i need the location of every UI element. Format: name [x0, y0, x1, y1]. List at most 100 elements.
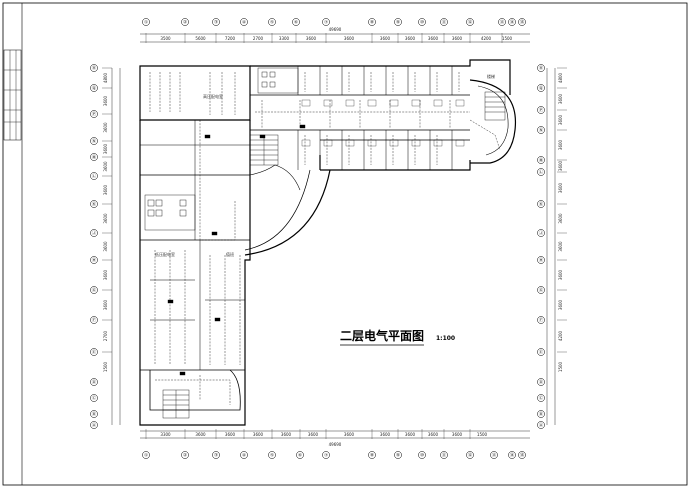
bottom-dim: 3600	[405, 432, 416, 437]
right-axis-label: Ⓗ	[539, 257, 544, 264]
top-axis-bubble	[518, 18, 526, 26]
left-dim: 3600	[103, 95, 108, 106]
bottom-axis-label: ⑬	[492, 452, 497, 459]
left-dim: 3600	[103, 143, 108, 154]
top-dim: 2700	[253, 36, 264, 41]
bottom-dim: 3600	[195, 432, 206, 437]
top-axis-label: ①	[144, 20, 148, 26]
top-axis-bubble	[394, 18, 402, 26]
right-axis-bubble	[537, 410, 545, 418]
right-axis-label: Ⓔ	[539, 349, 544, 356]
right-axis-label: Ⓝ	[539, 127, 544, 134]
room-label-lv: 低压配电室	[155, 251, 175, 257]
left-axis-label: Ⓐ	[92, 422, 97, 429]
left-dim: 3600	[103, 299, 108, 310]
top-axis-bubble	[142, 18, 150, 26]
left-axis-bubble	[90, 153, 98, 161]
room-label-hv: 高压配电室	[203, 93, 223, 99]
toilet-block	[144, 67, 299, 231]
right-axis-bubble	[537, 168, 545, 176]
left-wing-rooms	[140, 120, 250, 370]
left-axis-label: Ⓠ	[92, 85, 97, 92]
top-dim: 5600	[195, 36, 206, 41]
bottom-axis-bubble	[181, 451, 189, 459]
right-axis-bubble	[537, 378, 545, 386]
bottom-axis-bubble	[240, 451, 248, 459]
top-axis-bubble	[498, 18, 506, 26]
left-axis-bubble	[90, 110, 98, 118]
left-dim: 3600	[103, 184, 108, 195]
top-axis-label: ⑮	[520, 19, 525, 26]
top-axis-bubble	[181, 18, 189, 26]
top-total-dim: 49690	[329, 27, 342, 32]
top-dimension-chain: 49690	[140, 27, 530, 43]
right-dim: 4800	[558, 72, 563, 83]
bottom-dim: 1500	[477, 432, 488, 437]
bottom-axis-label: ⑤	[270, 453, 274, 459]
left-axis-bubble	[90, 378, 98, 386]
top-wing-rooms	[297, 66, 465, 170]
title-strip	[3, 3, 23, 485]
right-axis-bubble	[537, 421, 545, 429]
top-axis-label: ⑬	[500, 19, 505, 26]
bottom-axis-bubble	[418, 451, 426, 459]
right-axis-label: Ⓟ	[539, 107, 544, 114]
top-dim: 3600	[344, 36, 355, 41]
bottom-axis-label: ②	[183, 453, 187, 459]
left-dim: 2700	[103, 330, 108, 341]
right-axis-bubble	[537, 256, 545, 264]
top-dim: 4200	[481, 36, 492, 41]
right-axis-label: Ⓓ	[539, 379, 544, 386]
left-dim: 1500	[103, 361, 108, 372]
left-dim: 3600	[103, 122, 108, 133]
drawing-scale: 1:100	[436, 335, 455, 342]
top-axis-label: ⑧	[370, 20, 374, 26]
right-dim: 3600	[558, 269, 563, 280]
right-axis-label: Ⓖ	[539, 287, 544, 294]
top-axis-bubble	[292, 18, 300, 26]
left-axis-bubble	[90, 84, 98, 92]
top-axis-bubble	[268, 18, 276, 26]
top-axis-bubble	[212, 18, 220, 26]
bottom-dim: 3600	[380, 432, 391, 437]
right-segment-dims: 4800360036003600360036003600360036003600…	[557, 67, 567, 372]
left-axis-label: Ⓗ	[92, 257, 97, 264]
bottom-dim: 3600	[344, 432, 355, 437]
bottom-axis-bubble	[490, 451, 498, 459]
top-axis-bubble	[322, 18, 330, 26]
bottom-axis-label: ①	[144, 453, 148, 459]
left-axis-bubble	[90, 394, 98, 402]
right-axis-bubble	[537, 64, 545, 72]
stair-right	[484, 91, 506, 121]
right-dim: 3600	[558, 139, 563, 150]
right-dim: 3600	[558, 241, 563, 252]
left-axis-label: Ⓕ	[92, 317, 97, 324]
right-axis-bubble	[537, 156, 545, 164]
top-axis-label: ④	[242, 20, 246, 26]
right-dim: 4200	[558, 330, 563, 341]
right-axis-bubble	[537, 316, 545, 324]
top-axis-label: ⑦	[324, 20, 328, 26]
top-axis-label: ⑩	[420, 20, 424, 26]
top-dim: 3600	[428, 36, 439, 41]
top-axis-label: ⑪	[442, 19, 447, 26]
top-dim: 3500	[160, 36, 171, 41]
bottom-axis-label: ④	[242, 453, 246, 459]
bottom-dim: 3600	[225, 432, 236, 437]
left-axis-bubble	[90, 172, 98, 180]
bottom-axis-bubble	[296, 451, 304, 459]
left-axis-bubble	[90, 64, 98, 72]
bottom-axis-bubble	[466, 451, 474, 459]
top-axis-bubble	[368, 18, 376, 26]
bottom-dim: 3600	[452, 432, 463, 437]
top-dim: 3600	[452, 36, 463, 41]
right-axis-label: Ⓡ	[539, 65, 544, 72]
top-dim: 3600	[405, 36, 416, 41]
left-axis-bubble	[90, 137, 98, 145]
bottom-axis-bubble	[322, 451, 330, 459]
left-dim: 3600	[103, 213, 108, 224]
